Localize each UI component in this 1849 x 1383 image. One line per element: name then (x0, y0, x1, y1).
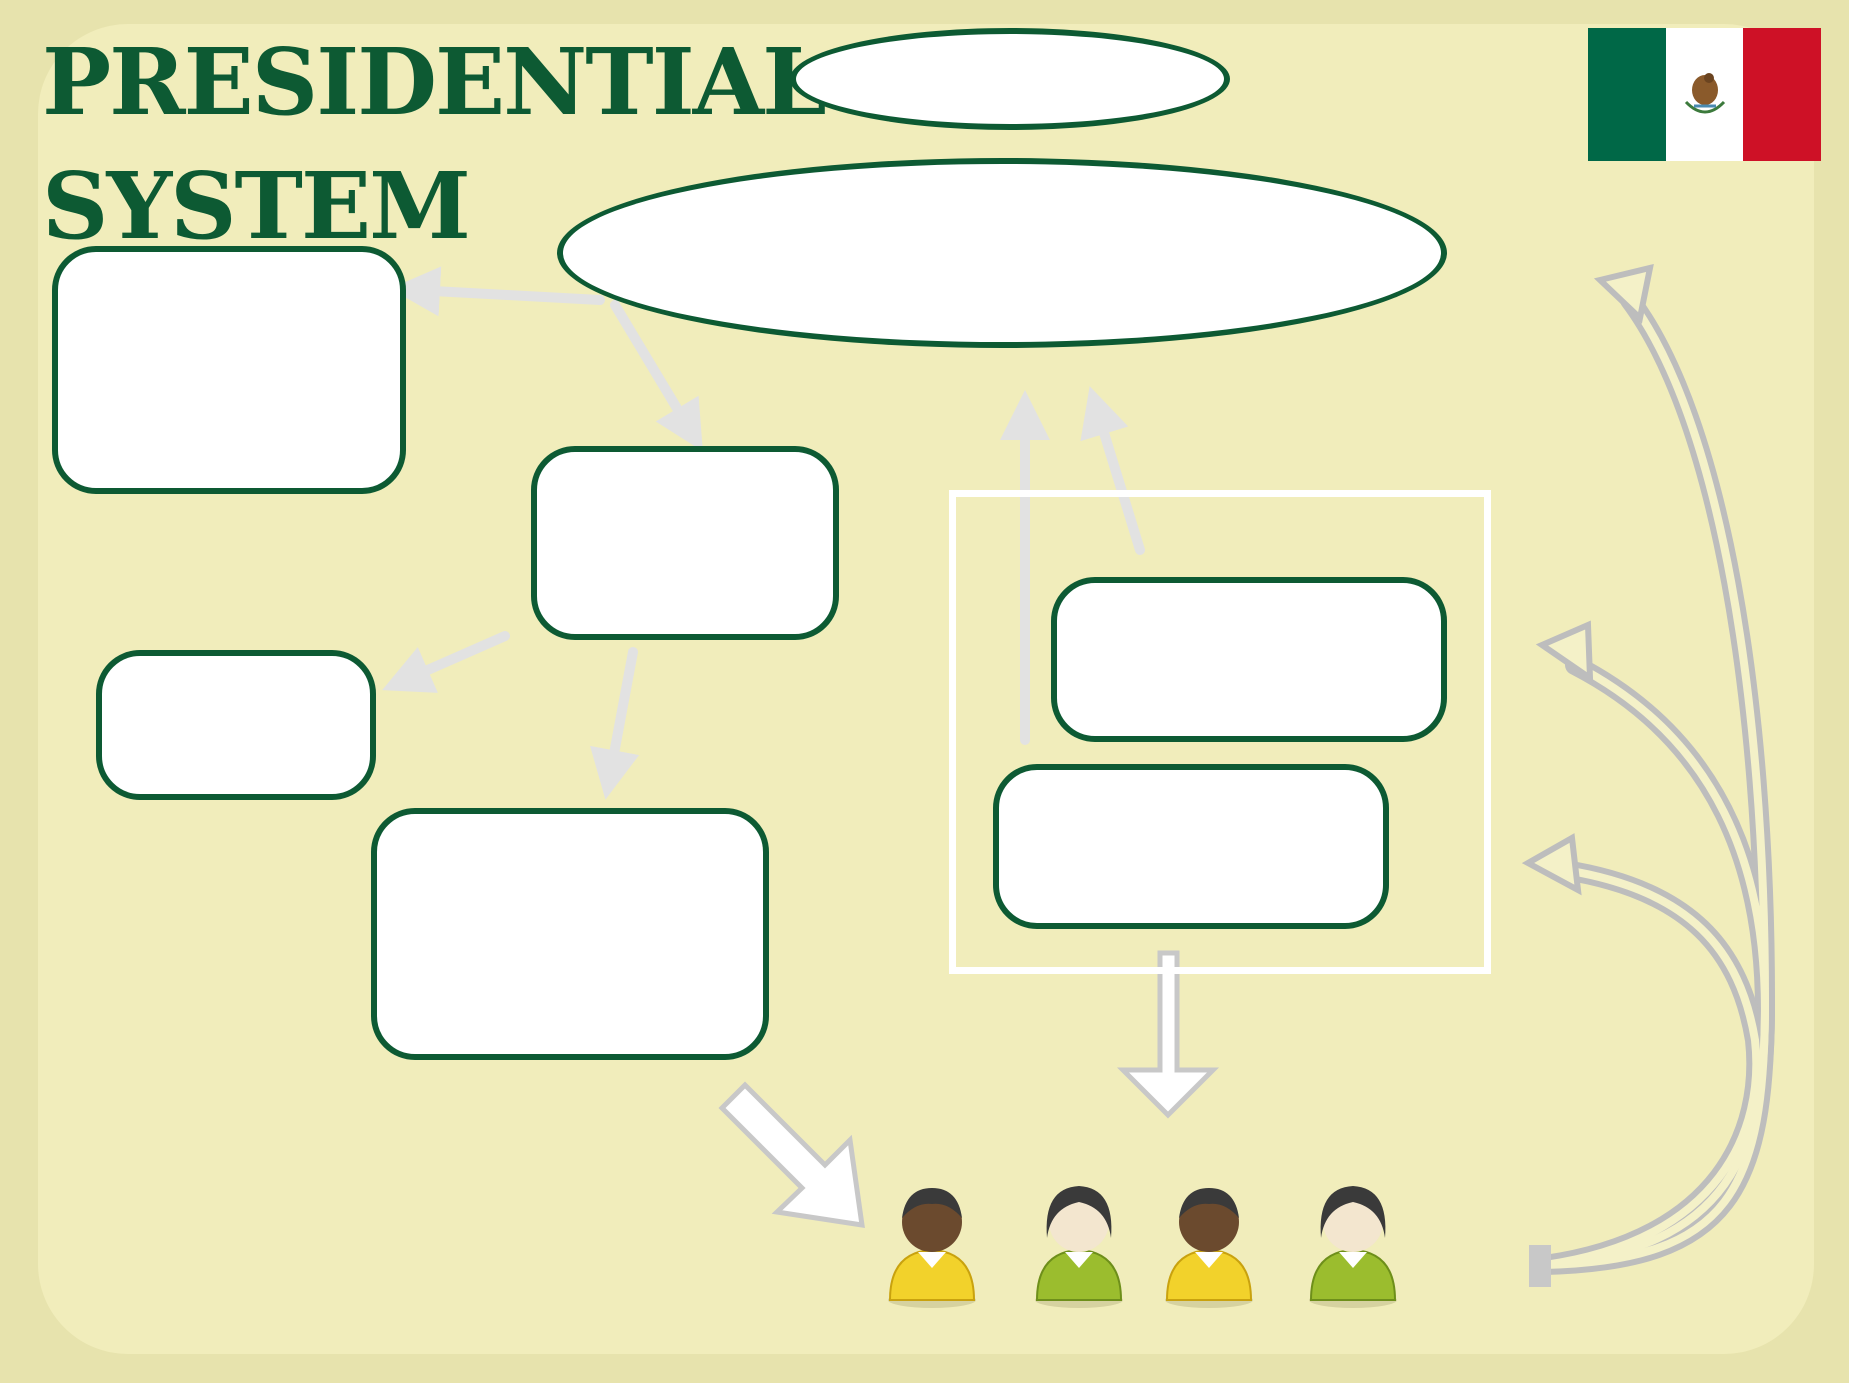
box-right-upper (1051, 577, 1447, 742)
executive-oval (557, 158, 1447, 348)
arrow-diagonal-to-people (718, 1081, 865, 1228)
curved-arrow-lower-head (1521, 833, 1582, 896)
curved-arrow-base (1529, 1245, 1551, 1287)
arrow-to-left-small (382, 631, 510, 693)
box-left-top (52, 246, 406, 494)
box-right-lower (993, 764, 1389, 929)
person-icon (888, 1188, 976, 1308)
legislature-frame (949, 490, 1491, 974)
arrow-to-center (610, 300, 703, 452)
page-title: PRESIDENTIAL SYSTEM (42, 28, 827, 260)
person-icon (1165, 1188, 1253, 1308)
curved-arrow-top-head (1593, 263, 1654, 324)
arrow-down-to-people (1116, 950, 1220, 1119)
flag-red-stripe (1743, 28, 1822, 161)
person-icon (1309, 1186, 1397, 1308)
top-oval (790, 28, 1230, 130)
box-center (531, 446, 839, 640)
mexico-flag (1588, 28, 1822, 161)
arrow-to-bottom-center (590, 647, 640, 800)
arrow-to-left-top (390, 266, 605, 317)
curved-arrow-top (1535, 290, 1776, 1275)
curved-arrow-middle-head (1535, 620, 1594, 684)
flag-green-stripe (1588, 28, 1666, 161)
box-bottom-center (371, 808, 769, 1060)
box-left-small (96, 650, 376, 800)
person-icon (1035, 1186, 1123, 1308)
eagle-emblem-icon (1684, 73, 1726, 114)
arrow-up-to-oval-2 (1080, 386, 1145, 555)
